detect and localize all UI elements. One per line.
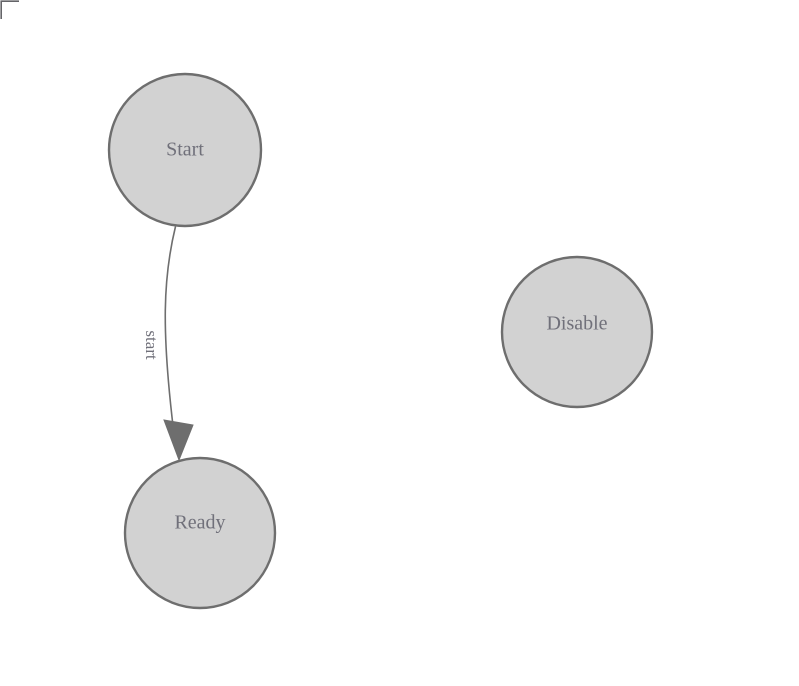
arrowhead-icon bbox=[163, 419, 194, 462]
corner-mark-group bbox=[0, 0, 19, 19]
state-node-ready-circle[interactable] bbox=[123, 456, 277, 610]
state-node-ready[interactable]: Ready bbox=[123, 456, 277, 610]
state-node-ready-label: Ready bbox=[174, 512, 225, 534]
state-node-start-circle[interactable] bbox=[107, 72, 263, 228]
state-node-disable[interactable]: Disable bbox=[500, 255, 654, 409]
state-node-disable-circle[interactable] bbox=[500, 255, 654, 409]
state-node-start-label: Start bbox=[166, 139, 204, 161]
state-node-start[interactable]: Start bbox=[107, 72, 263, 228]
transition-start-to-ready[interactable]: start bbox=[142, 226, 194, 462]
state-node-disable-label: Disable bbox=[546, 313, 607, 335]
top-left-corner-mark-icon bbox=[0, 0, 19, 19]
transition-edge-path bbox=[164, 226, 177, 431]
transition-label-start: start bbox=[142, 330, 161, 360]
